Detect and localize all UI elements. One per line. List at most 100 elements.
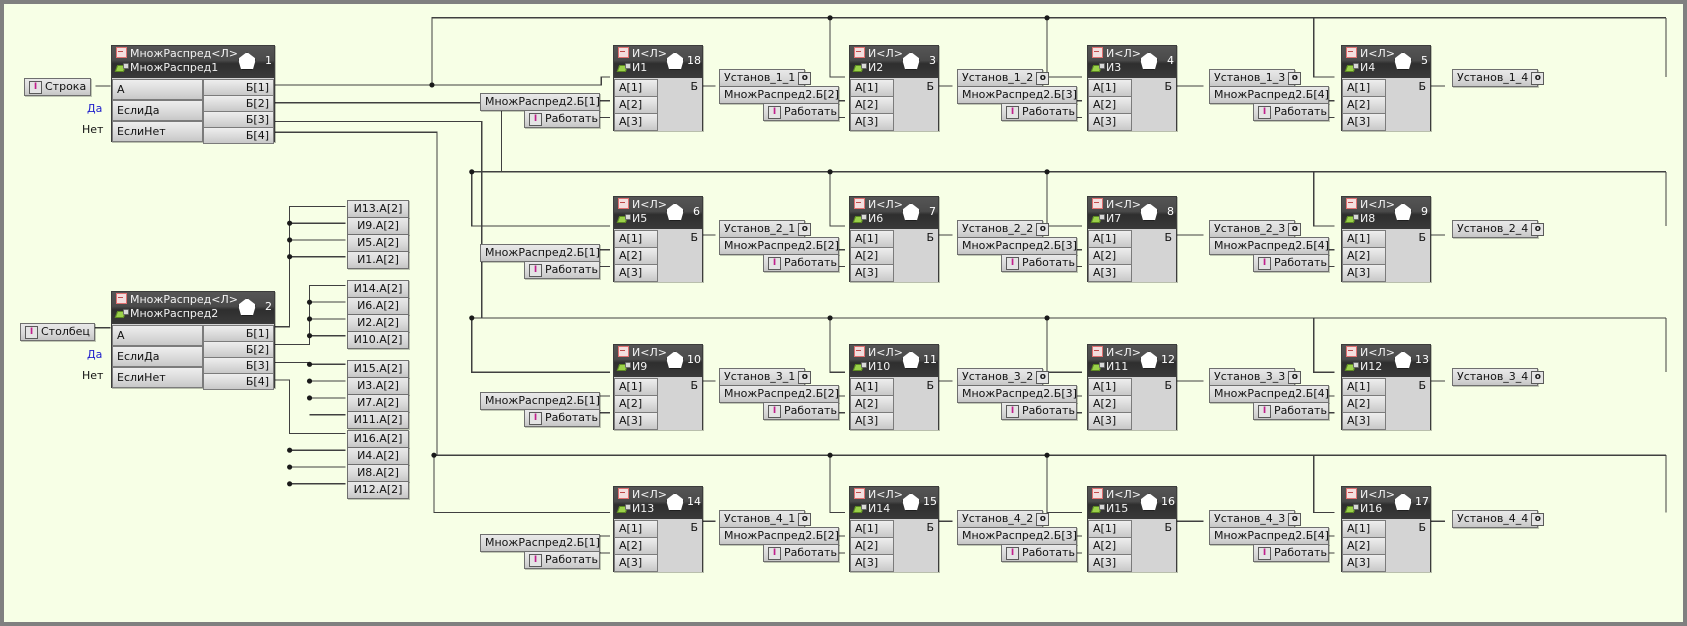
pin-in-2[interactable]: A[3]: [1088, 554, 1132, 572]
pin-in-еслида[interactable]: ЕслиДа: [112, 100, 203, 121]
pin-out-b[interactable]: Б: [926, 379, 934, 392]
pin-in-1[interactable]: A[2]: [1088, 247, 1132, 265]
pin-in-0[interactable]: A[1]: [1342, 79, 1386, 97]
pin-out-0[interactable]: Б[1]: [203, 79, 274, 96]
pin-in-0[interactable]: A[1]: [1342, 520, 1386, 538]
pin-in-0[interactable]: A[1]: [850, 378, 894, 396]
pin-out-2[interactable]: Б[3]: [203, 111, 274, 128]
collapse-minus-icon[interactable]: [1346, 47, 1357, 58]
pin-in-2[interactable]: A[3]: [1342, 113, 1386, 131]
pin-in-2[interactable]: A[3]: [1342, 412, 1386, 430]
pin-in-0[interactable]: A[1]: [850, 230, 894, 248]
pin-in-2[interactable]: A[3]: [850, 412, 894, 430]
pin-in-еслинет[interactable]: ЕслиНет: [112, 367, 203, 388]
pin-in-1[interactable]: A[2]: [1088, 96, 1132, 114]
collapse-minus-icon[interactable]: [618, 488, 629, 499]
pin-in-1[interactable]: A[2]: [614, 247, 658, 265]
pin-out-2[interactable]: Б[3]: [203, 357, 274, 374]
collapse-minus-icon[interactable]: [618, 198, 629, 209]
pin-in-0[interactable]: A[1]: [1088, 378, 1132, 396]
pin-in-0[interactable]: A[1]: [1088, 230, 1132, 248]
pin-out-b[interactable]: Б: [926, 231, 934, 244]
collapse-minus-icon[interactable]: [854, 47, 865, 58]
pin-in-2[interactable]: A[3]: [850, 554, 894, 572]
pin-in-0[interactable]: A[1]: [614, 79, 658, 97]
pin-out-3[interactable]: Б[4]: [203, 127, 274, 144]
pin-in-2[interactable]: A[3]: [614, 113, 658, 131]
collapse-minus-icon[interactable]: [618, 47, 629, 58]
pin-out-3[interactable]: Б[4]: [203, 373, 274, 390]
pin-in-1[interactable]: A[2]: [614, 96, 658, 114]
pin-in-0[interactable]: A[1]: [850, 520, 894, 538]
pin-in-2[interactable]: A[3]: [1088, 412, 1132, 430]
pin-in-еслида[interactable]: ЕслиДа: [112, 346, 203, 367]
pin-in-2[interactable]: A[3]: [614, 264, 658, 282]
pin-out-1[interactable]: Б[2]: [203, 341, 274, 358]
pin-in-1[interactable]: A[2]: [850, 395, 894, 413]
collapse-minus-icon[interactable]: [1092, 47, 1103, 58]
pin-in-0[interactable]: A[1]: [614, 378, 658, 396]
pin-out-b[interactable]: Б: [1418, 379, 1426, 392]
pin-in-1[interactable]: A[2]: [1342, 247, 1386, 265]
collapse-minus-icon[interactable]: [116, 293, 127, 304]
pin-out-b[interactable]: Б: [1164, 231, 1172, 244]
collapse-minus-icon[interactable]: [854, 488, 865, 499]
collapse-minus-icon[interactable]: [1092, 198, 1103, 209]
pin-in-1[interactable]: A[2]: [850, 96, 894, 114]
pin-out-b[interactable]: Б: [690, 80, 698, 93]
pin-in-1[interactable]: A[2]: [1088, 537, 1132, 555]
collapse-minus-icon[interactable]: [854, 346, 865, 357]
pin-in-0[interactable]: A[1]: [1342, 378, 1386, 396]
pin-in-2[interactable]: A[3]: [1088, 113, 1132, 131]
pin-in-0[interactable]: A[1]: [1342, 230, 1386, 248]
pin-in-a[interactable]: A: [112, 325, 203, 346]
pin-in-1[interactable]: A[2]: [614, 537, 658, 555]
pin-in-2[interactable]: A[3]: [614, 554, 658, 572]
pin-out-b[interactable]: Б: [1418, 80, 1426, 93]
pin-in-2[interactable]: A[3]: [850, 264, 894, 282]
collapse-minus-icon[interactable]: [618, 346, 629, 357]
pin-in-1[interactable]: A[2]: [1342, 96, 1386, 114]
collapse-minus-icon[interactable]: [854, 198, 865, 209]
pin-in-2[interactable]: A[3]: [1342, 264, 1386, 282]
pin-in-2[interactable]: A[3]: [614, 412, 658, 430]
pin-in-2[interactable]: A[3]: [850, 113, 894, 131]
collapse-minus-icon[interactable]: [1346, 488, 1357, 499]
pin-out-b[interactable]: Б: [1164, 80, 1172, 93]
pin-out-0[interactable]: Б[1]: [203, 325, 274, 342]
pin-in-1[interactable]: A[2]: [614, 395, 658, 413]
pin-in-1[interactable]: A[2]: [1342, 395, 1386, 413]
